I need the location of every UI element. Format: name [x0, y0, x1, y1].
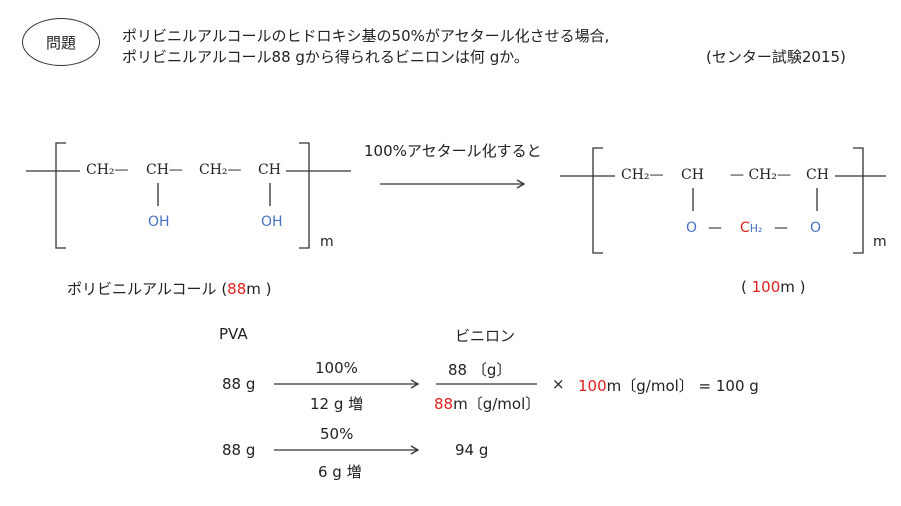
- right-carbon: C: [740, 220, 750, 236]
- question-line-1: ポリビニルアルコールのヒドロキシ基の50%がアセタール化させる場合,: [122, 27, 610, 45]
- right-ch-2: CH: [806, 167, 829, 183]
- right-ch2-2: — CH₂—: [730, 167, 791, 183]
- question-line-2: ポリビニルアルコール88 gから得られるビニロンは何 gか。: [122, 48, 529, 66]
- right-dash-2: —: [774, 220, 788, 236]
- vinylon-label: ビニロン: [455, 327, 516, 345]
- vinylon-name: ( 100m ): [741, 278, 806, 296]
- left-bracket-close: [299, 142, 310, 249]
- row2-start: 88 g: [222, 441, 256, 459]
- reaction-label: 100%アセタール化すると: [364, 142, 542, 160]
- right-ch2-1: CH₂—: [621, 167, 664, 183]
- right-o-1: O: [686, 220, 698, 236]
- row1-start: 88 g: [222, 375, 256, 393]
- left-ch2-1: CH₂—: [86, 162, 129, 178]
- right-bracket-open: [592, 147, 603, 254]
- problem-badge: 問題: [22, 18, 100, 66]
- right-ch-1: CH: [681, 167, 704, 183]
- row1-below: 12 g 増: [310, 395, 364, 413]
- right-bracket-close: [853, 147, 864, 254]
- source-citation: (センター試験2015): [706, 48, 846, 66]
- left-ch2-2: CH₂—: [199, 162, 242, 178]
- right-h2: H₂: [749, 222, 763, 235]
- right-dash-1: —: [708, 220, 722, 236]
- row2-below: 6 g 増: [318, 463, 362, 481]
- pva-name: ポリビニルアルコール (88m ): [67, 280, 272, 298]
- left-bracket-open: [55, 142, 66, 249]
- times-sign: ×: [552, 375, 565, 393]
- left-subscript-m: m: [320, 234, 334, 250]
- pva-label: PVA: [219, 325, 248, 343]
- left-oh-1: OH: [148, 214, 170, 230]
- right-subscript-m: m: [873, 234, 887, 250]
- left-ch-1: CH—: [146, 162, 183, 178]
- right-o-2: O: [810, 220, 822, 236]
- left-oh-2: OH: [261, 214, 283, 230]
- row2-result: 94 g: [455, 441, 489, 459]
- fraction-denominator: 88m〔g/mol〕: [434, 395, 541, 413]
- row1-above: 100%: [315, 359, 358, 377]
- fraction-numerator: 88 〔g〕: [448, 361, 512, 379]
- left-ch-2: CH: [258, 162, 281, 178]
- multiplier-expression: 100m〔g/mol〕 = 100 g: [578, 377, 759, 395]
- row2-above: 50%: [320, 425, 354, 443]
- right-methylene: CH₂: [740, 220, 762, 236]
